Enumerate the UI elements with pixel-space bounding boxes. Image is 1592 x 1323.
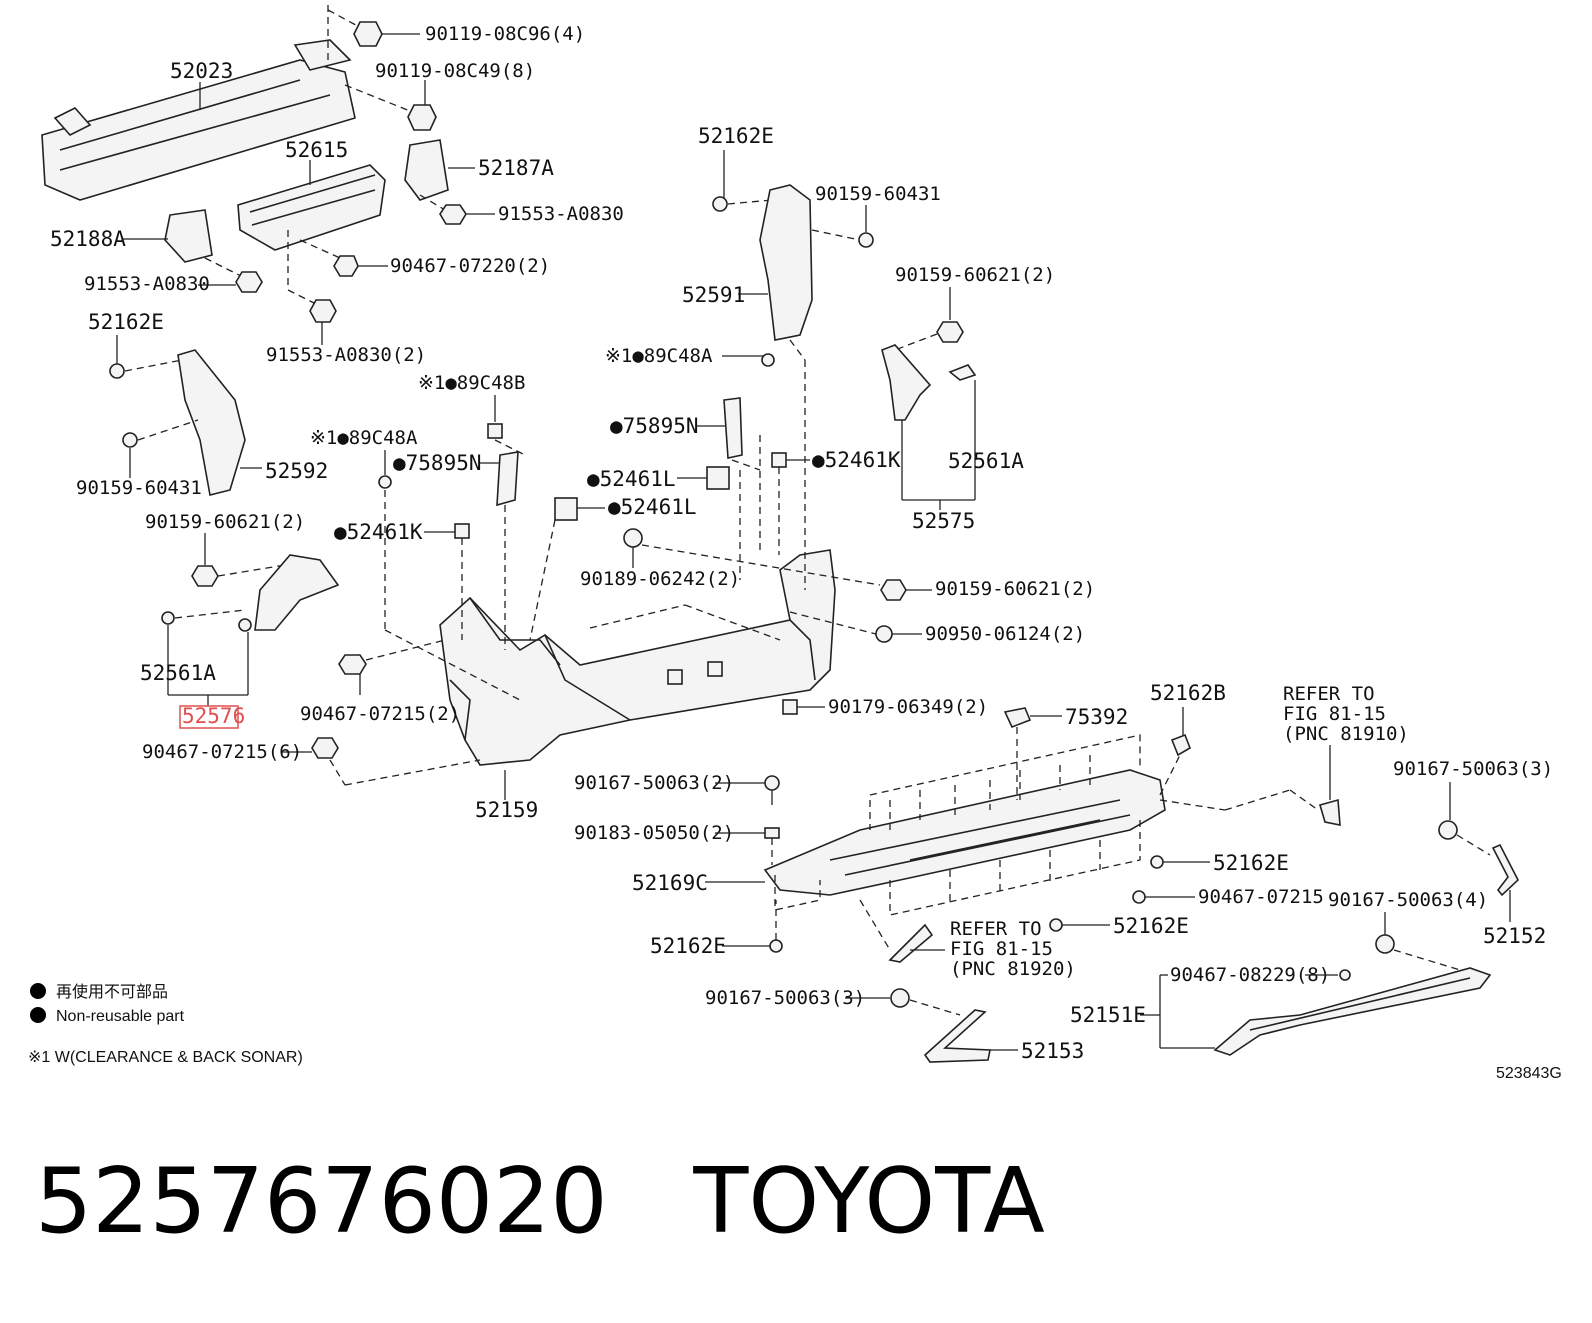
label-90159-60621-r: 90159-60621(2) [895,264,1055,286]
legend-bullet-1 [30,983,46,999]
label-ref2-a: REFER TO [950,918,1042,940]
label-52162E-tl: 52162E [88,310,164,334]
part-number-caption: 5257676020 TOYOTA [35,1149,1045,1254]
legend-line-2: Non-reusable part [56,1008,185,1025]
label-52561A-l: 52561A [140,661,216,685]
figure-id: 523843G [1496,1065,1562,1082]
highlight-box [179,705,239,729]
label-52561A-r: 52561A [948,449,1024,473]
label-75392: 75392 [1065,705,1128,729]
label-90167-50063-3b: 90167-50063(3) [705,987,865,1009]
label-52162E-a: 52162E [650,934,726,958]
label-89C48B: ※1●89C48B [418,372,525,394]
label-90183-05050: 90183-05050(2) [574,822,734,844]
label-52162E-tr: 52162E [698,124,774,148]
label-75895N-r: ●75895N [610,414,699,438]
label-52591: 52591 [682,283,745,307]
reinforcement-52023 [41,39,356,201]
label-90119-08C96: 90119-08C96(4) [425,23,585,45]
label-52162E-c: 52162E [1113,914,1189,938]
legend-line-1: 再使用不可部品 [56,983,168,1001]
label-52592: 52592 [265,459,328,483]
label-52615: 52615 [285,138,348,162]
label-91553-A0830-2: 91553-A0830(2) [266,344,426,366]
label-52162E-b: 52162E [1213,851,1289,875]
label-52461K-l: ●52461K [334,520,423,544]
label-90167-50063-3a: 90167-50063(3) [1393,758,1553,780]
label-89C48A-l: ※1●89C48A [310,427,418,449]
label-90950-06124: 90950-06124(2) [925,623,1085,645]
label-89C48A-r: ※1●89C48A [605,345,713,367]
label-90467-07215-6: 90467-07215(6) [142,741,302,763]
label-52162B: 52162B [1150,681,1226,705]
label-52188A: 52188A [50,227,126,251]
label-52461L-a: ●52461L [587,467,676,491]
label-90467-07215-2: 90467-07215(2) [300,703,460,725]
label-90167-50063-4: 90167-50063(4) [1328,889,1488,911]
label-90167-50063-2: 90167-50063(2) [574,772,734,794]
label-91553-A0830-l: 91553-A0830 [84,273,210,295]
label-90467-07215-r: 90467-07215 [1198,886,1324,908]
label-90159-60621-l: 90159-60621(2) [145,511,305,533]
label-90159-60431-l: 90159-60431 [76,477,202,499]
legend-note: ※1 W(CLEARANCE & BACK SONAR) [28,1049,303,1066]
label-52461K-r: ●52461K [812,448,901,472]
label-90179-06349: 90179-06349(2) [828,696,988,718]
label-52152: 52152 [1483,924,1546,948]
label-52023: 52023 [170,59,233,83]
label-52575: 52575 [912,509,975,533]
label-90467-08229: 90467-08229(8) [1170,964,1330,986]
label-52169C: 52169C [632,871,708,895]
label-75895N-l: ●75895N [393,451,482,475]
label-52153: 52153 [1021,1039,1084,1063]
absorber-52615 [237,164,386,251]
label-52159: 52159 [475,798,538,822]
label-90189-06242: 90189-06242(2) [580,568,740,590]
label-ref1-a: REFER TO [1283,683,1375,705]
label-90467-07220: 90467-07220(2) [390,255,550,277]
label-ref2-b: FIG 81-15 [950,938,1053,960]
label-ref2-c: (PNC 81920) [950,958,1076,980]
label-52576: 52576 [182,704,245,728]
label-52187A: 52187A [478,156,554,180]
label-90159-60621-m: 90159-60621(2) [935,578,1095,600]
label-90119-08C49: 90119-08C49(8) [375,60,535,82]
label-91553-A0830-r: 91553-A0830 [498,203,624,225]
label-ref1-c: (PNC 81910) [1283,723,1409,745]
label-ref1-b: FIG 81-15 [1283,703,1386,725]
lower-cover-52169C [763,769,1166,896]
label-52151E: 52151E [1070,1003,1146,1027]
label-52461L-b: ●52461L [608,495,697,519]
legend-bullet-2 [30,1007,46,1023]
bumper-cover-52159 [439,549,836,766]
label-90159-60431-r: 90159-60431 [815,183,941,205]
